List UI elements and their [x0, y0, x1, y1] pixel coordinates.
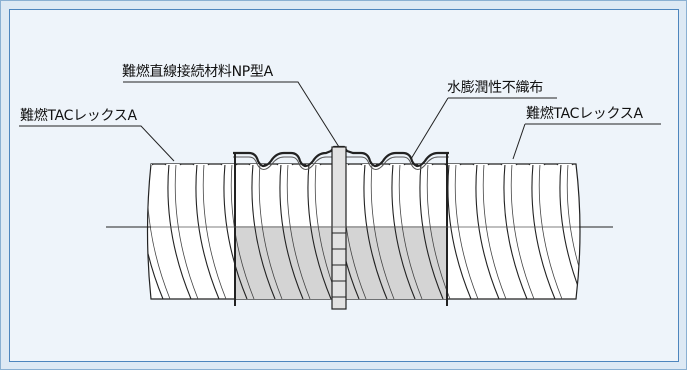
- tube-rib: [147, 164, 164, 299]
- label-connector-material: 難燃直線接続材料NP型A: [122, 64, 273, 80]
- leader-connector: [123, 81, 340, 148]
- nonwoven-fabric-layer: [233, 156, 449, 170]
- tube-rib-edge: [370, 164, 395, 299]
- leader-nonwoven: [410, 97, 557, 160]
- tube-rib: [195, 164, 220, 299]
- tube-rib: [167, 164, 192, 299]
- tube-rib: [475, 164, 500, 299]
- tube-rib-crest: [585, 161, 601, 166]
- tube-rib-edge: [174, 164, 199, 299]
- tube-rib: [307, 164, 332, 299]
- tube-rib: [251, 164, 276, 299]
- tube-rib-crest: [528, 164, 546, 166]
- label-tube-right: 難燃TACレックスA: [526, 106, 643, 122]
- tube-rib-edge: [426, 164, 451, 299]
- tube-rib: [363, 164, 388, 299]
- tube-rib-crest: [472, 164, 490, 166]
- label-tube-left: 難燃TACレックスA: [20, 108, 137, 124]
- tube-rib: [419, 164, 444, 299]
- tube-rib-edge: [202, 164, 227, 299]
- tube-rib-edge: [454, 164, 479, 299]
- coupling-strip: [331, 146, 347, 310]
- tube-rib-edge: [286, 164, 311, 299]
- tube-rib-edge: [538, 164, 563, 299]
- tube-rib-crest: [164, 164, 182, 166]
- tube-rib: [447, 164, 472, 299]
- leader-tube-left: [19, 125, 175, 162]
- tube-rib-edge: [398, 164, 423, 299]
- tube-rib-crest: [192, 164, 210, 166]
- tube-rib-edge: [566, 164, 580, 299]
- tube-rib-edge: [510, 164, 535, 299]
- tube-rib: [503, 164, 528, 299]
- tube-rib-edge: [258, 164, 283, 299]
- tube-rib-edge: [595, 164, 618, 299]
- coupling-strip-segments: [332, 232, 346, 298]
- tube-rib: [223, 164, 248, 299]
- tube-rib-crest: [556, 164, 574, 166]
- tube-rib: [391, 164, 416, 299]
- tube-rib: [531, 164, 556, 299]
- label-nonwoven-fabric: 水膨潤性不織布: [447, 80, 543, 96]
- tube-rib: [588, 164, 611, 299]
- tube-rib: [279, 164, 304, 299]
- tube-rib-edge: [482, 164, 507, 299]
- tube-rib-edge: [147, 164, 171, 299]
- leader-tube-right: [512, 123, 661, 160]
- tube-rib-crest: [500, 164, 518, 166]
- tube-rib-crest: [276, 164, 294, 166]
- tube-rib-crest: [388, 164, 406, 166]
- tube-rib: [559, 164, 580, 299]
